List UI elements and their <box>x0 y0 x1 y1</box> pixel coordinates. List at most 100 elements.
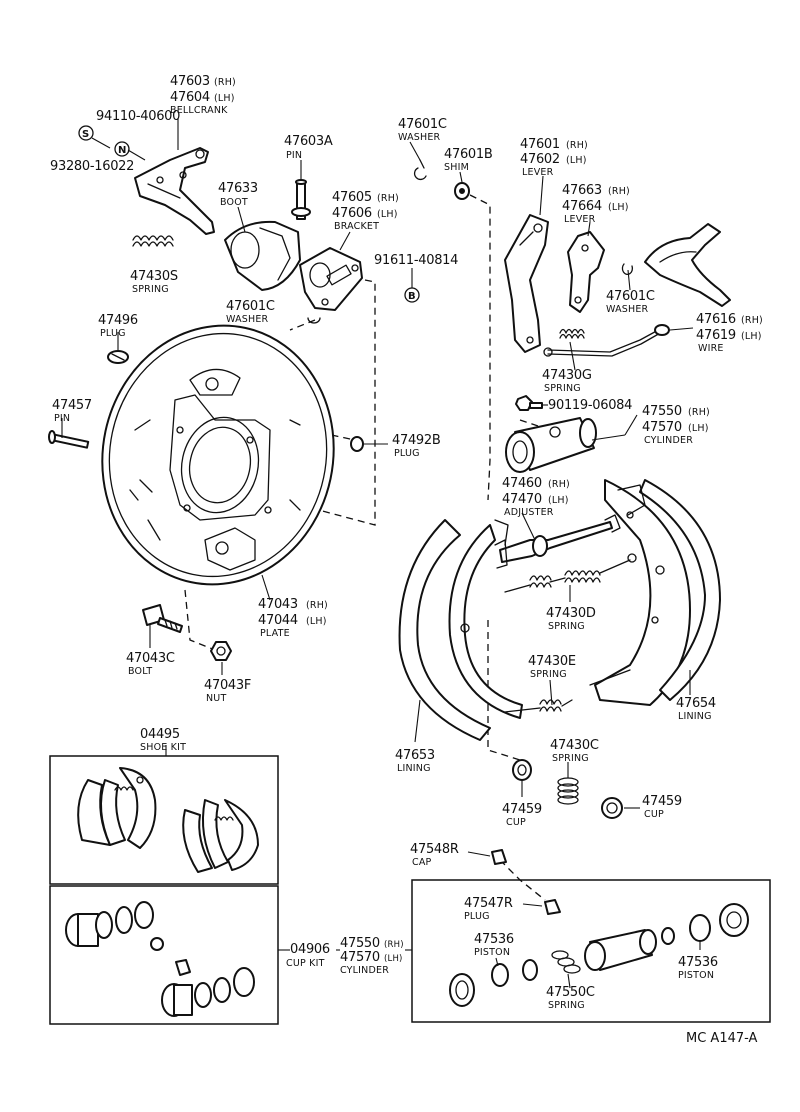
label-47570-lh: (LH) <box>688 423 709 434</box>
label-04495: 04495 <box>140 727 180 742</box>
plug-47492b-part <box>350 436 364 452</box>
label-47044-lh: (LH) <box>306 616 327 627</box>
symbol-n: N <box>114 141 130 157</box>
label-pin-47603a: PIN <box>286 150 302 161</box>
label-47547r: 47547R <box>464 896 513 911</box>
label-47492b: 47492B <box>392 433 440 448</box>
label-nut: NUT <box>206 693 226 704</box>
label-boot: BOOT <box>220 197 248 208</box>
label-47460-rh: (RH) <box>548 479 570 490</box>
pin-47457-part <box>48 430 90 449</box>
label-washer-right: WASHER <box>606 304 649 315</box>
cup-47459-right-part <box>601 797 623 819</box>
label-47043: 47043 <box>258 597 298 612</box>
label-47603a: 47603A <box>284 134 333 149</box>
label-47605: 47605 <box>332 190 372 205</box>
label-cylinder: CYLINDER <box>644 435 693 446</box>
label-47044: 47044 <box>258 613 298 628</box>
label-47601: 47601 <box>520 137 560 152</box>
bracket-47605-part <box>299 247 363 311</box>
label-47457: 47457 <box>52 398 92 413</box>
washer-47601c-left-part <box>307 317 321 324</box>
label-plug-47547r: PLUG <box>464 911 490 922</box>
label-93280-16022: 93280-16022 <box>50 159 134 174</box>
label-47043-rh: (RH) <box>306 600 328 611</box>
label-47616-rh: (RH) <box>741 315 763 326</box>
label-47605-rh: (RH) <box>377 193 399 204</box>
label-90119-06084: 90119-06084 <box>548 398 632 413</box>
callout-labels: 47603 (RH) 47604 (LH) BELLCRANK 94110-40… <box>50 74 763 1046</box>
label-47548r: 47548R <box>410 842 459 857</box>
lever-47663-part <box>567 231 605 313</box>
washer-47601c-right-part <box>621 263 634 276</box>
label-47430c: 47430C <box>550 738 599 753</box>
label-47043c: 47043C <box>126 651 175 666</box>
label-47663: 47663 <box>562 183 602 198</box>
label-47550-box-rh: (RH) <box>384 940 404 950</box>
cup-kit-box <box>49 885 279 1025</box>
label-47606-lh: (LH) <box>377 209 398 220</box>
symbol-b: B <box>404 287 420 303</box>
label-47601b: 47601B <box>444 147 492 162</box>
label-47601c-right: 47601C <box>606 289 655 304</box>
plug-47496-part <box>107 350 129 364</box>
cup-47459-left-part <box>512 759 532 781</box>
diagram-reference-code: MC A147-A <box>686 1031 758 1046</box>
label-spring-47430d: SPRING <box>548 621 585 632</box>
label-47470: 47470 <box>502 492 542 507</box>
label-lever-47663: LEVER <box>564 214 596 225</box>
label-47460: 47460 <box>502 476 542 491</box>
label-47604-lh: (LH) <box>214 93 235 104</box>
label-shoe-kit: SHOE KIT <box>140 742 186 753</box>
label-pin-47457: PIN <box>54 413 70 424</box>
label-spring-47430e: SPRING <box>530 669 567 680</box>
label-piston-right: PISTON <box>678 970 714 981</box>
spring-47430c-part <box>557 777 579 805</box>
pin-47603a-part <box>291 179 311 220</box>
label-spring-47430c: SPRING <box>552 753 589 764</box>
label-47550-box: 47550 <box>340 936 380 951</box>
label-shim: SHIM <box>444 162 469 173</box>
label-spring-47430s: SPRING <box>132 284 169 295</box>
label-47430g: 47430G <box>542 368 592 383</box>
label-plug-47492b: PLUG <box>394 448 420 459</box>
symbol-s-text: S <box>82 129 89 140</box>
wire-47616-part <box>543 324 670 357</box>
label-47616: 47616 <box>696 312 736 327</box>
label-47619: 47619 <box>696 328 736 343</box>
symbol-n-text: N <box>118 145 126 156</box>
spring-47430s-part <box>132 235 174 247</box>
label-lining-47654: LINING <box>678 711 712 722</box>
label-47570-box: 47570 <box>340 950 380 965</box>
label-piston-left: PISTON <box>474 947 510 958</box>
label-47570-box-lh: (LH) <box>384 954 403 964</box>
leader-lines <box>61 118 701 989</box>
label-47603: 47603 <box>170 74 210 89</box>
label-04906: 04906 <box>290 942 330 957</box>
label-spring-47550c: SPRING <box>548 1000 585 1011</box>
nut-47043f-part <box>210 641 232 661</box>
label-47470-lh: (LH) <box>548 495 569 506</box>
label-47664-lh: (LH) <box>608 202 629 213</box>
symbol-b-text: B <box>408 291 416 302</box>
label-47536-right: 47536 <box>678 955 718 970</box>
label-47606: 47606 <box>332 206 372 221</box>
spring-47430g-part <box>559 328 585 339</box>
lever-47601-part <box>504 214 549 353</box>
label-47536-left: 47536 <box>474 932 514 947</box>
bolt-90119-part <box>515 395 543 411</box>
label-cap: CAP <box>412 857 432 868</box>
backing-plate-part <box>101 324 335 586</box>
shoe-kit-box <box>49 755 279 885</box>
label-47654: 47654 <box>676 696 716 711</box>
label-47550c: 47550C <box>546 985 595 1000</box>
label-47550-rh: (RH) <box>688 407 710 418</box>
label-lining-47653: LINING <box>397 763 431 774</box>
label-47601c-top: 47601C <box>398 117 447 132</box>
label-47602-lh: (LH) <box>566 155 587 166</box>
label-cup-right: CUP <box>644 809 664 820</box>
label-plate: PLATE <box>260 628 290 639</box>
label-47664: 47664 <box>562 199 602 214</box>
